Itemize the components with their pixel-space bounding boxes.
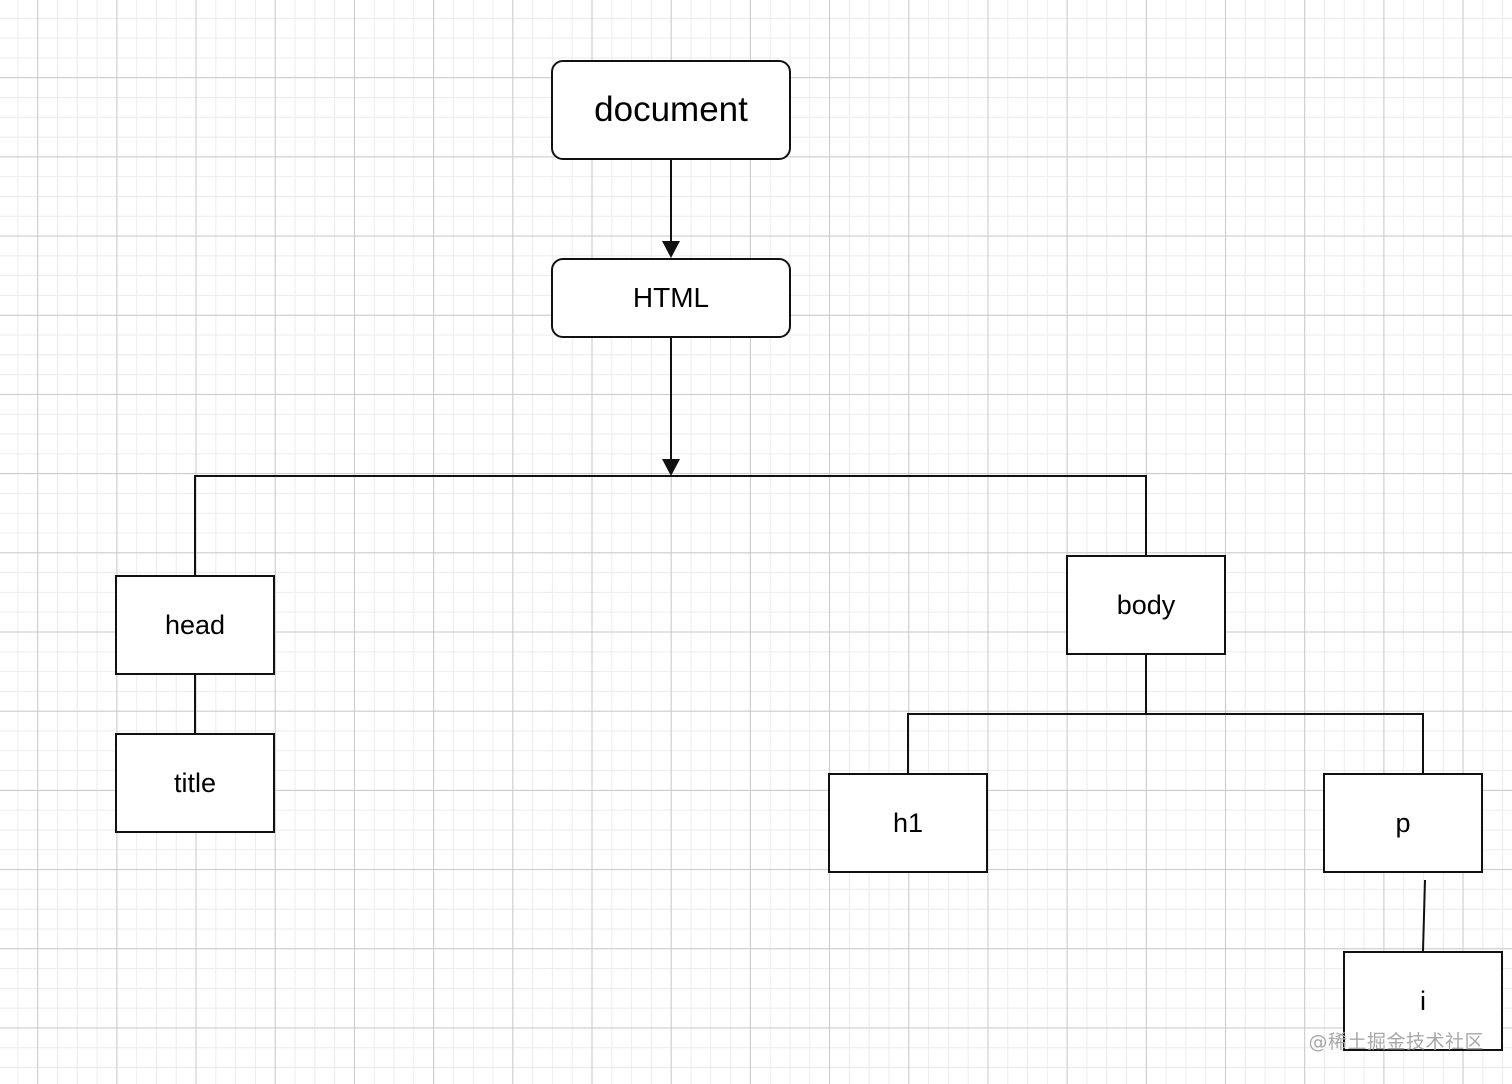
node-title: title bbox=[115, 733, 275, 833]
edge-p-i bbox=[1422, 879, 1426, 952]
node-h1: h1 bbox=[828, 773, 988, 873]
watermark: @稀土掘金技术社区 bbox=[1308, 1031, 1484, 1053]
node-p: p bbox=[1323, 773, 1483, 873]
arrowhead-children bbox=[662, 459, 680, 476]
edge-html-children-bar bbox=[194, 475, 1147, 575]
node-body: body bbox=[1066, 555, 1226, 655]
arrowhead-html bbox=[662, 241, 680, 258]
edge-body-children-bar bbox=[907, 713, 1424, 773]
node-html: HTML bbox=[551, 258, 791, 338]
node-document: document bbox=[551, 60, 791, 160]
node-i: i bbox=[1343, 951, 1503, 1051]
node-head: head bbox=[115, 575, 275, 675]
